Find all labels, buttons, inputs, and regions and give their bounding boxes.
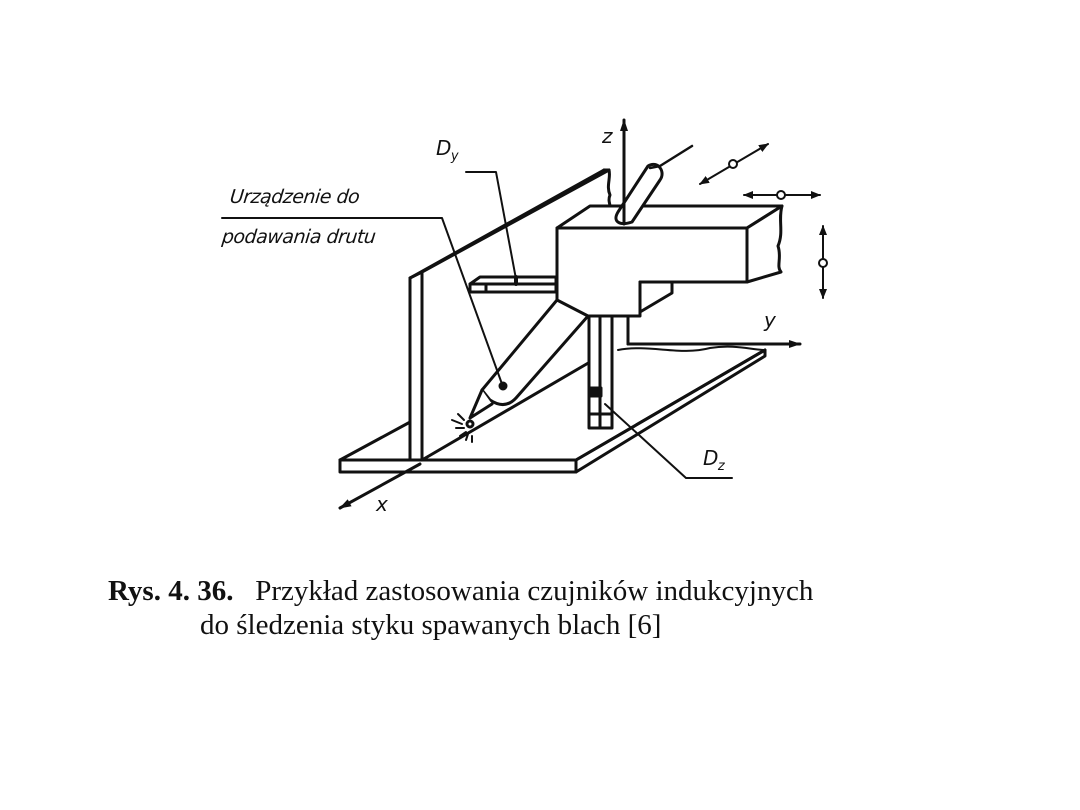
label-sensor-dy: Dy <box>436 136 459 164</box>
label-axis-x: x <box>376 492 388 516</box>
motion-vertical-arrow-icon <box>818 225 828 299</box>
welding-torch <box>465 298 590 429</box>
label-sensor-dz: Dz <box>703 446 725 474</box>
caption-line2: do śledzenia styku spawanych blach [6] <box>200 609 662 641</box>
motion-horizontal-arrow-icon <box>743 190 821 200</box>
leader-dy <box>465 171 517 280</box>
arc-sparks-icon <box>451 413 473 443</box>
sensor-dz <box>587 314 630 430</box>
label-axis-z: z <box>602 124 613 148</box>
label-wire-feeder-line1: Urządzenie do <box>228 186 361 208</box>
torch-cable <box>614 144 694 226</box>
leader-dz <box>604 403 733 479</box>
caption-line1: Przykład zastosowania czujników indukcyj… <box>255 575 814 607</box>
carriage-block <box>555 204 784 318</box>
label-axis-y: y <box>764 308 776 332</box>
axis-x-arrow <box>338 462 422 510</box>
leader-wire-feeder <box>221 217 503 385</box>
sensor-dy <box>468 275 558 294</box>
seam-wavy-line <box>617 345 766 352</box>
motion-diagonal-arrow-icon <box>699 143 769 185</box>
figure-number: Rys. 4. 36. <box>108 575 234 607</box>
weld-seam-line <box>420 360 592 462</box>
label-wire-feeder-line2: podawania drutu <box>220 226 377 248</box>
base-plate <box>338 348 767 474</box>
figure-caption: Rys. 4. 36. Przykład zastosowania czujni… <box>108 574 813 642</box>
